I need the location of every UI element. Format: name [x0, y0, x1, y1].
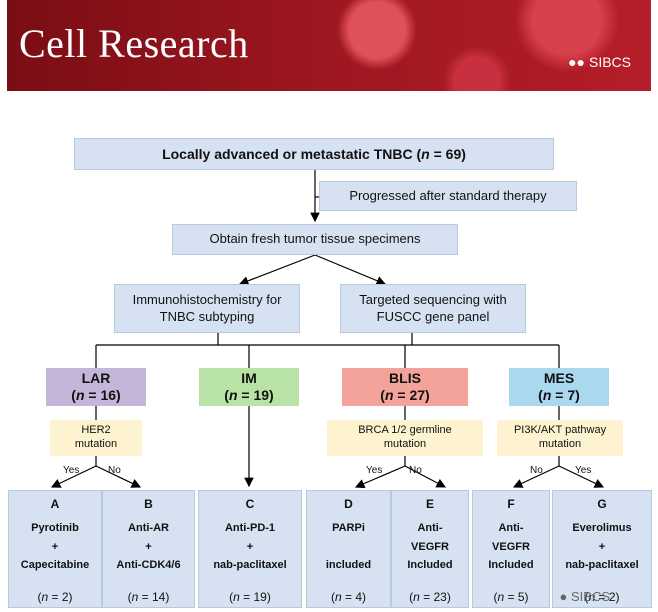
arm-b: B Anti-AR+Anti-CDK4/6 (n = 14) — [102, 490, 195, 608]
label-no-pi3k: No — [530, 465, 543, 476]
arm-a: A Pyrotinib+Capecitabine (n = 2) — [8, 490, 102, 608]
arrow-to-ihc — [238, 254, 316, 286]
arrow-to-arm-g — [558, 465, 605, 488]
population-box: Locally advanced or metastatic TNBC (n =… — [74, 138, 554, 170]
arm-b-drug: Anti-AR+Anti-CDK4/6 — [116, 522, 181, 572]
journal-title: Cell Research — [19, 21, 249, 66]
progressed-box: Progressed after standard therapy — [319, 181, 577, 211]
arrow-to-arm-e — [404, 465, 447, 488]
arrow-to-arm-b — [95, 465, 142, 488]
logo-text: SIBCS — [588, 54, 631, 70]
subtype-mes: MES(n = 7) — [509, 368, 609, 406]
arm-a-n: (n = 2) — [37, 590, 73, 604]
journal-banner: Cell Research ●●SIBCS — [7, 0, 651, 91]
wechat-icon: ●● — [568, 54, 585, 70]
arm-g: G Everolimus+nab-paclitaxel (n = 2) — [552, 490, 652, 608]
subtype-blis: BLIS(n = 27) — [342, 368, 468, 406]
arm-g-drug: Everolimus+nab-paclitaxel — [565, 522, 639, 572]
arrow-to-arm-a — [50, 465, 97, 488]
arm-c: C Anti-PD-1+nab-paclitaxel (n = 19) — [198, 490, 302, 608]
arm-c-drug: Anti-PD-1+nab-paclitaxel — [213, 522, 287, 572]
obtain-box: Obtain fresh tumor tissue specimens — [172, 224, 458, 255]
arrow-to-arm-f — [512, 465, 560, 488]
label-yes-brca: Yes — [366, 465, 383, 476]
arrow-to-seq — [314, 254, 387, 286]
arm-e-n: (n = 23) — [409, 590, 451, 604]
label-no-brca: No — [409, 465, 422, 476]
arm-a-drug: Pyrotinib+Capecitabine — [20, 522, 90, 572]
label-yes-her2: Yes — [63, 465, 80, 476]
arm-c-n: (n = 19) — [229, 590, 271, 604]
wechat-icon: ● — [559, 589, 568, 604]
arrow-to-arm-d — [354, 465, 406, 489]
arm-f-n: (n = 5) — [493, 590, 529, 604]
arm-b-n: (n = 14) — [127, 590, 170, 604]
label-yes-pi3k: Yes — [575, 465, 592, 476]
label-no-her2: No — [108, 465, 121, 476]
subtype-lar: LAR(n = 16) — [46, 368, 146, 406]
arm-g-n: (n = 2) — [584, 590, 620, 604]
population-text: Locally advanced or metastatic TNBC (n =… — [162, 145, 466, 162]
wechat-logo: ●●SIBCS — [568, 54, 631, 70]
watermark: ● SIBCS — [559, 589, 611, 604]
subtype-im: IM(n = 19) — [199, 368, 299, 406]
arm-d-n: (n = 4) — [330, 590, 367, 604]
